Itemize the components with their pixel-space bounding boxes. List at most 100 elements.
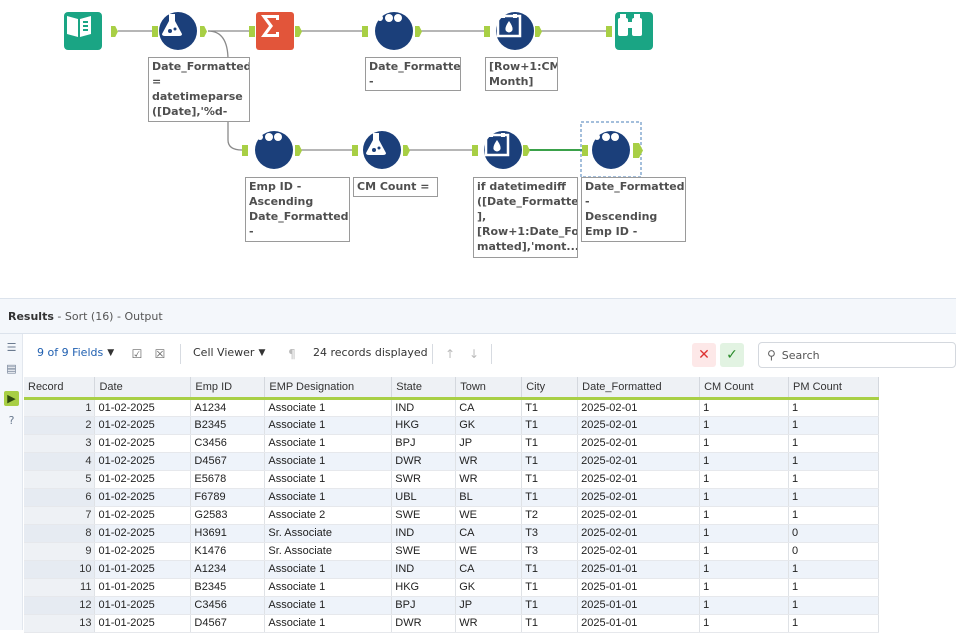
multi-row-formula-tool[interactable] xyxy=(484,131,522,169)
output-anchor[interactable] xyxy=(535,26,542,37)
fields-dropdown[interactable]: 9 of 9 Fields ▼ xyxy=(37,346,114,359)
table-cell[interactable]: Associate 1 xyxy=(264,560,393,579)
table-cell[interactable]: 0 xyxy=(788,542,879,561)
table-cell[interactable]: 1 xyxy=(699,416,790,435)
table-cell[interactable]: 1 xyxy=(699,488,790,507)
column-header[interactable]: Town xyxy=(455,377,523,400)
table-cell[interactable]: DWR xyxy=(391,452,457,471)
table-cell[interactable]: 1 xyxy=(699,434,790,453)
table-cell[interactable]: T1 xyxy=(521,614,579,633)
table-cell[interactable]: A1234 xyxy=(190,560,266,579)
table-cell[interactable]: SWR xyxy=(391,470,457,489)
table-cell[interactable]: 2025-02-01 xyxy=(577,452,701,471)
table-cell[interactable]: K1476 xyxy=(190,542,266,561)
table-cell[interactable]: A1234 xyxy=(190,398,266,417)
input-anchor[interactable] xyxy=(362,26,368,37)
table-cell[interactable]: B2345 xyxy=(190,578,266,597)
table-cell[interactable]: Sr. Associate xyxy=(264,542,393,561)
sort-tool-selected[interactable] xyxy=(592,131,630,169)
input-data-tool[interactable] xyxy=(64,12,102,50)
table-cell[interactable]: 1 xyxy=(788,488,879,507)
record-number-cell[interactable]: 5 xyxy=(24,470,96,489)
input-anchor[interactable] xyxy=(606,26,612,37)
output-anchor[interactable] xyxy=(295,145,302,156)
table-cell[interactable]: JP xyxy=(455,596,523,615)
table-cell[interactable]: 2025-01-01 xyxy=(577,560,701,579)
table-cell[interactable]: 1 xyxy=(699,452,790,471)
sort-tool[interactable] xyxy=(255,131,293,169)
table-cell[interactable]: BL xyxy=(455,488,523,507)
table-cell[interactable]: 1 xyxy=(699,596,790,615)
record-number-cell[interactable]: 12 xyxy=(24,596,96,615)
record-number-cell[interactable]: 3 xyxy=(24,434,96,453)
table-cell[interactable]: G2583 xyxy=(190,506,266,525)
table-cell[interactable]: 01-02-2025 xyxy=(94,416,192,435)
table-cell[interactable]: SWE xyxy=(391,542,457,561)
record-number-cell[interactable]: 7 xyxy=(24,506,96,525)
output-anchor[interactable] xyxy=(200,26,207,37)
table-cell[interactable]: 01-01-2025 xyxy=(94,560,192,579)
output-anchor[interactable] xyxy=(415,26,422,37)
workflow-canvas[interactable]: Date_Formatted = datetimeparse ([Date],'… xyxy=(0,0,956,298)
table-cell[interactable]: GK xyxy=(455,416,523,435)
table-cell[interactable]: BPJ xyxy=(391,596,457,615)
table-cell[interactable]: BPJ xyxy=(391,434,457,453)
table-cell[interactable]: T1 xyxy=(521,470,579,489)
table-cell[interactable]: 01-02-2025 xyxy=(94,488,192,507)
table-cell[interactable]: IND xyxy=(391,560,457,579)
table-cell[interactable]: Associate 1 xyxy=(264,614,393,633)
summarize-tool[interactable] xyxy=(256,12,294,50)
table-cell[interactable]: WE xyxy=(455,542,523,561)
table-cell[interactable]: IND xyxy=(391,398,457,417)
column-header[interactable]: EMP Designation xyxy=(264,377,393,400)
browse-tool[interactable] xyxy=(615,12,653,50)
table-cell[interactable]: 0 xyxy=(788,524,879,543)
table-cell[interactable]: HKG xyxy=(391,416,457,435)
table-cell[interactable]: 2025-02-01 xyxy=(577,470,701,489)
apply-button[interactable]: ✓ xyxy=(720,343,744,367)
table-cell[interactable]: B2345 xyxy=(190,416,266,435)
table-cell[interactable]: 2025-02-01 xyxy=(577,524,701,543)
record-number-cell[interactable]: 11 xyxy=(24,578,96,597)
output-anchor[interactable] xyxy=(523,145,530,156)
table-cell[interactable]: Associate 1 xyxy=(264,596,393,615)
checkbox-icon[interactable]: ☑ xyxy=(131,347,143,361)
table-cell[interactable]: 2025-01-01 xyxy=(577,596,701,615)
arrow-up-icon[interactable]: ↑ xyxy=(444,347,456,361)
table-cell[interactable]: T1 xyxy=(521,560,579,579)
column-header[interactable]: PM Count xyxy=(788,377,879,400)
record-number-cell[interactable]: 13 xyxy=(24,614,96,633)
table-cell[interactable]: 1 xyxy=(788,506,879,525)
table-cell[interactable]: E5678 xyxy=(190,470,266,489)
record-number-cell[interactable]: 1 xyxy=(24,398,96,417)
table-cell[interactable]: 1 xyxy=(788,398,879,417)
table-cell[interactable]: C3456 xyxy=(190,596,266,615)
table-cell[interactable]: 01-01-2025 xyxy=(94,596,192,615)
table-cell[interactable]: 01-02-2025 xyxy=(94,434,192,453)
output-anchor[interactable] xyxy=(403,145,410,156)
table-cell[interactable]: 1 xyxy=(788,560,879,579)
metadata-icon[interactable]: ▤ xyxy=(6,362,17,375)
table-cell[interactable]: 1 xyxy=(788,578,879,597)
table-cell[interactable]: T1 xyxy=(521,398,579,417)
table-cell[interactable]: 01-01-2025 xyxy=(94,578,192,597)
table-cell[interactable]: 01-02-2025 xyxy=(94,398,192,417)
column-header[interactable]: Date_Formatted xyxy=(577,377,701,400)
formula-tool[interactable] xyxy=(363,131,401,169)
table-cell[interactable]: 1 xyxy=(788,614,879,633)
table-cell[interactable]: 1 xyxy=(699,506,790,525)
table-cell[interactable]: D4567 xyxy=(190,614,266,633)
table-cell[interactable]: 1 xyxy=(699,560,790,579)
table-cell[interactable]: DWR xyxy=(391,614,457,633)
table-cell[interactable]: 1 xyxy=(788,416,879,435)
table-cell[interactable]: Associate 2 xyxy=(264,506,393,525)
table-cell[interactable]: T1 xyxy=(521,578,579,597)
column-header[interactable]: Date xyxy=(94,377,192,400)
